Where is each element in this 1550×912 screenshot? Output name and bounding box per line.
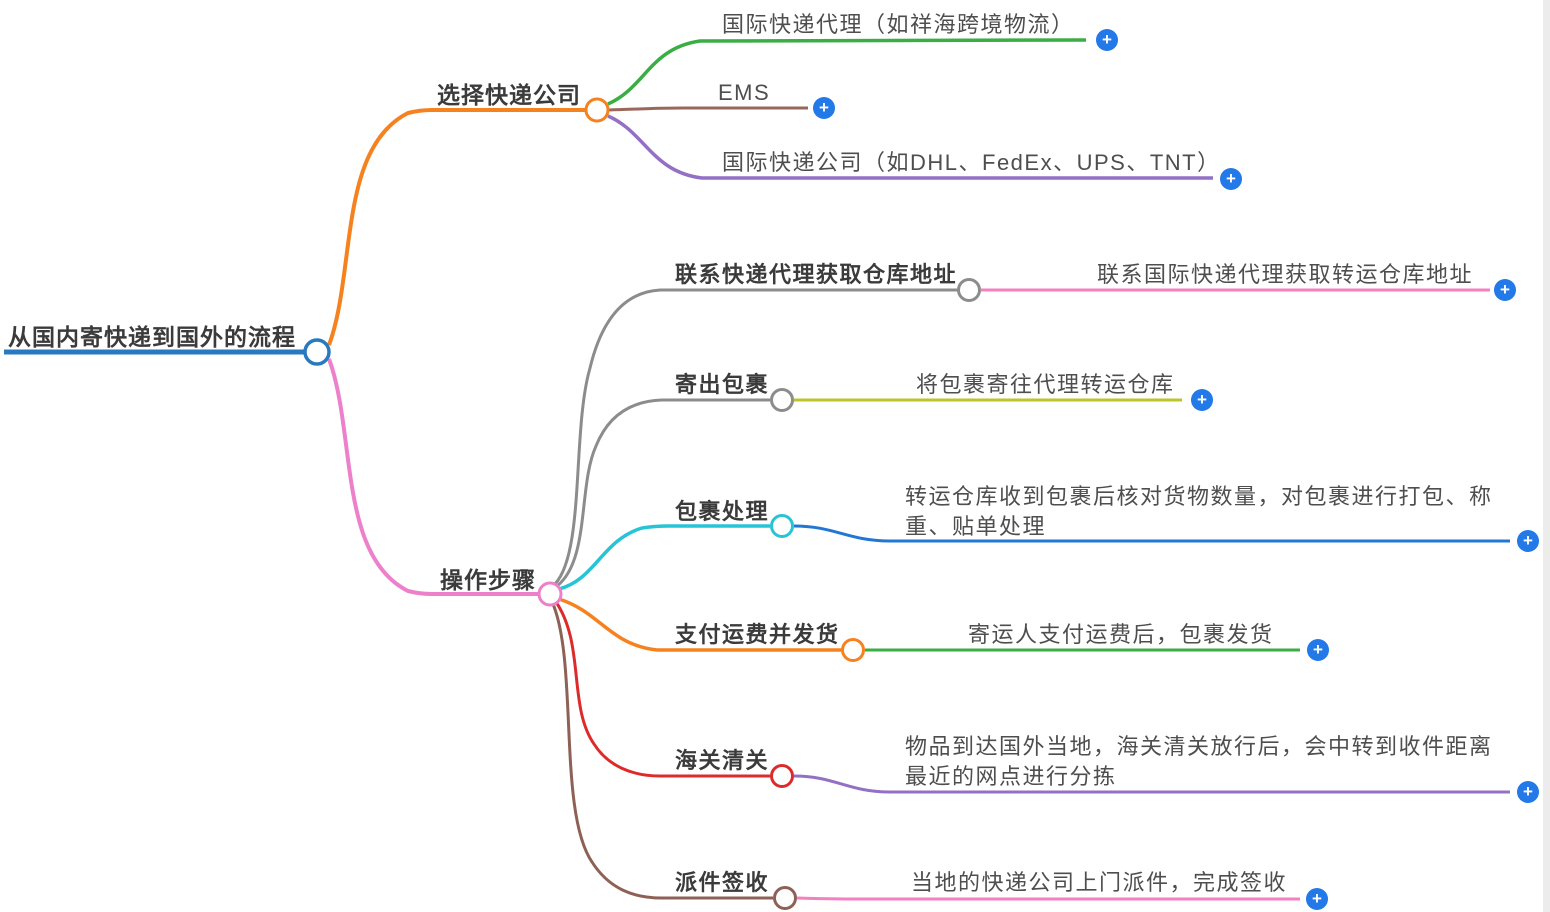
plus-icon: +: [1226, 169, 1236, 188]
customs-collapse-handle[interactable]: [770, 764, 794, 788]
add-child-button-contact[interactable]: +: [1494, 279, 1516, 301]
plus-icon: +: [1523, 782, 1533, 801]
add-child-button-process[interactable]: +: [1517, 530, 1539, 552]
branch-choose-company[interactable]: 选择快递公司: [437, 82, 581, 108]
root-node[interactable]: 从国内寄快递到国外的流程: [8, 324, 296, 350]
add-child-button-intl[interactable]: +: [1220, 168, 1242, 190]
add-child-button-send[interactable]: +: [1191, 389, 1213, 411]
add-child-button-customs[interactable]: +: [1517, 781, 1539, 803]
contact-collapse-handle[interactable]: [957, 278, 981, 302]
add-child-button-pay[interactable]: +: [1307, 639, 1329, 661]
connector-root-to-steps: [327, 358, 539, 596]
choose-company-collapse-handle[interactable]: [584, 97, 610, 123]
leaf-ems[interactable]: EMS: [718, 80, 771, 105]
root-collapse-handle[interactable]: [303, 338, 331, 366]
step-contact-agent[interactable]: 联系快递代理获取仓库地址: [675, 262, 958, 287]
connector-to-contact: [553, 288, 958, 586]
leaf-contact-agent-detail[interactable]: 联系国际快递代理获取转运仓库地址: [1097, 262, 1474, 287]
add-child-button-deliver[interactable]: +: [1306, 888, 1328, 910]
connector-deliver-detail: [796, 896, 1300, 901]
branch-steps[interactable]: 操作步骤: [440, 567, 536, 593]
window-edge: [1543, 0, 1550, 912]
process-collapse-handle[interactable]: [770, 514, 794, 538]
add-child-button-agent[interactable]: +: [1096, 29, 1118, 51]
connector-root-to-choose-company: [327, 108, 585, 346]
step-pay-shipping[interactable]: 支付运费并发货: [675, 622, 840, 647]
step-delivery-signoff[interactable]: 派件签收: [675, 870, 770, 895]
leaf-intl-company[interactable]: 国际快递公司（如DHL、FedEx、UPS、TNT）: [722, 150, 1221, 175]
deliver-collapse-handle[interactable]: [773, 886, 797, 910]
plus-icon: +: [1312, 889, 1322, 908]
plus-icon: +: [1313, 640, 1323, 659]
connector-to-agent-leaf: [607, 38, 1087, 106]
connector-to-send: [556, 398, 770, 588]
step-package-processing[interactable]: 包裹处理: [675, 499, 770, 524]
plus-icon: +: [819, 98, 829, 117]
send-collapse-handle[interactable]: [770, 388, 794, 412]
step-send-package[interactable]: 寄出包裹: [675, 372, 770, 397]
plus-icon: +: [1197, 390, 1207, 409]
plus-icon: +: [1500, 280, 1510, 299]
leaf-send-package-detail[interactable]: 将包裹寄往代理转运仓库: [916, 372, 1175, 397]
plus-icon: +: [1523, 531, 1533, 550]
leaf-pay-shipping-detail[interactable]: 寄运人支付运费后，包裹发货: [968, 622, 1274, 647]
pay-collapse-handle[interactable]: [841, 638, 865, 662]
add-child-button-ems[interactable]: +: [813, 97, 835, 119]
leaf-intl-agent[interactable]: 国际快递代理（如祥海跨境物流）: [722, 12, 1075, 37]
step-customs-clearance[interactable]: 海关清关: [675, 748, 770, 773]
steps-collapse-handle[interactable]: [537, 581, 563, 607]
connector-to-ems-leaf: [608, 106, 808, 112]
leaf-customs-clearance-detail[interactable]: 物品到达国外当地，海关清关放行后，会中转到收件距离 最近的网点进行分拣: [905, 734, 1493, 789]
leaf-delivery-signoff-detail[interactable]: 当地的快递公司上门派件，完成签收: [911, 870, 1288, 895]
leaf-package-processing-detail[interactable]: 转运仓库收到包裹后核对货物数量，对包裹进行打包、称 重、贴单处理: [905, 484, 1493, 539]
connector-to-process: [558, 524, 770, 591]
plus-icon: +: [1102, 30, 1112, 49]
